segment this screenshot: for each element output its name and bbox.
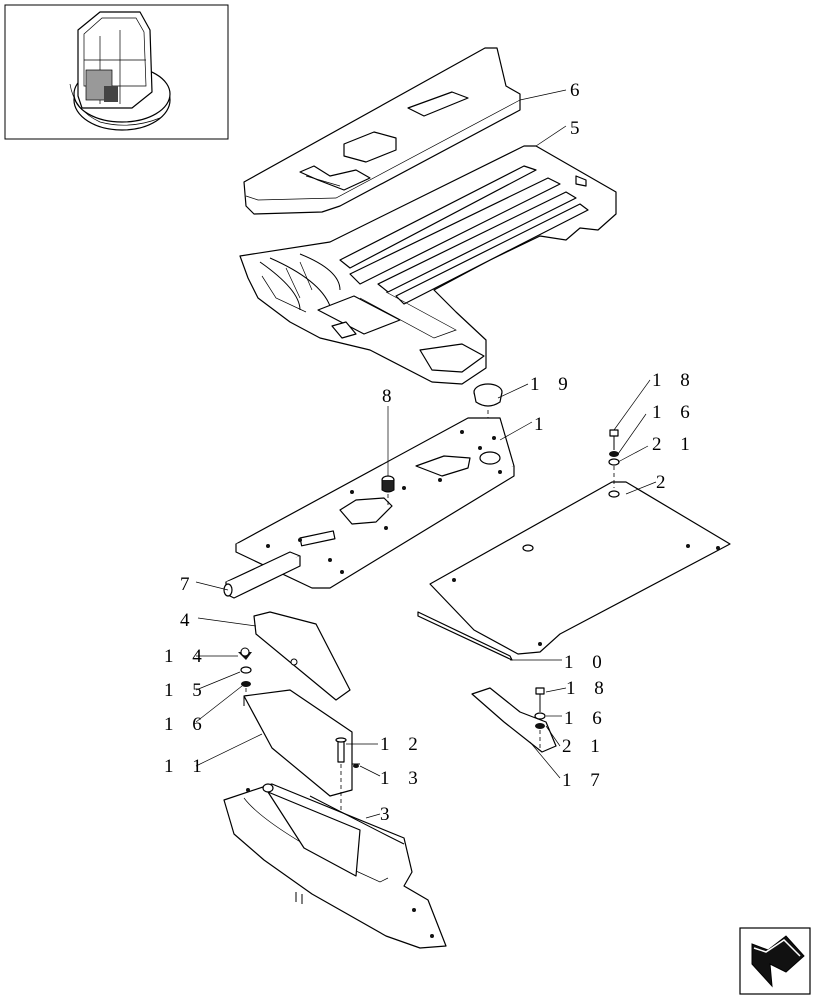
leader-lines — [195, 89, 657, 819]
part-17-bracket — [471, 687, 557, 753]
callout-16b: 1 6 — [164, 714, 209, 735]
callout-3: 3 — [380, 804, 397, 825]
callout-11: 1 1 — [164, 756, 209, 777]
callout-2: 2 — [656, 472, 673, 493]
callout-15: 1 5 — [164, 680, 209, 701]
part-3-base-shield — [223, 783, 447, 949]
part-11-bracket — [243, 689, 353, 797]
callout-5: 5 — [570, 118, 587, 139]
part-1-seat-base-plate — [235, 417, 515, 589]
callout-10: 1 0 — [564, 652, 609, 673]
cab-overview-thumbnail[interactable] — [4, 4, 229, 140]
callout-6: 6 — [570, 80, 587, 101]
callout-4: 4 — [180, 610, 197, 631]
callout-1: 1 — [534, 414, 551, 435]
callout-labels: 6 5 1 9 8 1 1 8 1 6 2 1 2 7 4 1 4 1 5 1 … — [164, 80, 697, 825]
callout-14: 1 4 — [164, 646, 209, 667]
callout-13: 1 3 — [380, 768, 425, 789]
callout-21: 2 1 — [652, 434, 697, 455]
callout-12: 1 2 — [380, 734, 425, 755]
callout-16c: 1 6 — [564, 708, 609, 729]
part-2-side-panel — [417, 481, 731, 661]
part-5-floor-plate — [239, 145, 617, 385]
callout-8: 8 — [382, 386, 399, 407]
callout-18: 1 8 — [652, 370, 697, 391]
part-6-floor-mat — [243, 47, 521, 215]
callout-16: 1 6 — [652, 402, 697, 423]
fastener-stack-left — [238, 647, 252, 700]
callout-7: 7 — [180, 574, 197, 595]
part-8-bushing — [381, 475, 395, 508]
next-page-arrow-icon[interactable] — [739, 927, 811, 995]
callout-19: 1 9 — [530, 374, 575, 395]
bolt-stack-upper — [608, 429, 620, 488]
callout-17: 1 7 — [562, 770, 607, 791]
callout-18b: 1 8 — [566, 678, 611, 699]
callout-21b: 2 1 — [562, 736, 607, 757]
part-4-shield — [253, 611, 351, 701]
